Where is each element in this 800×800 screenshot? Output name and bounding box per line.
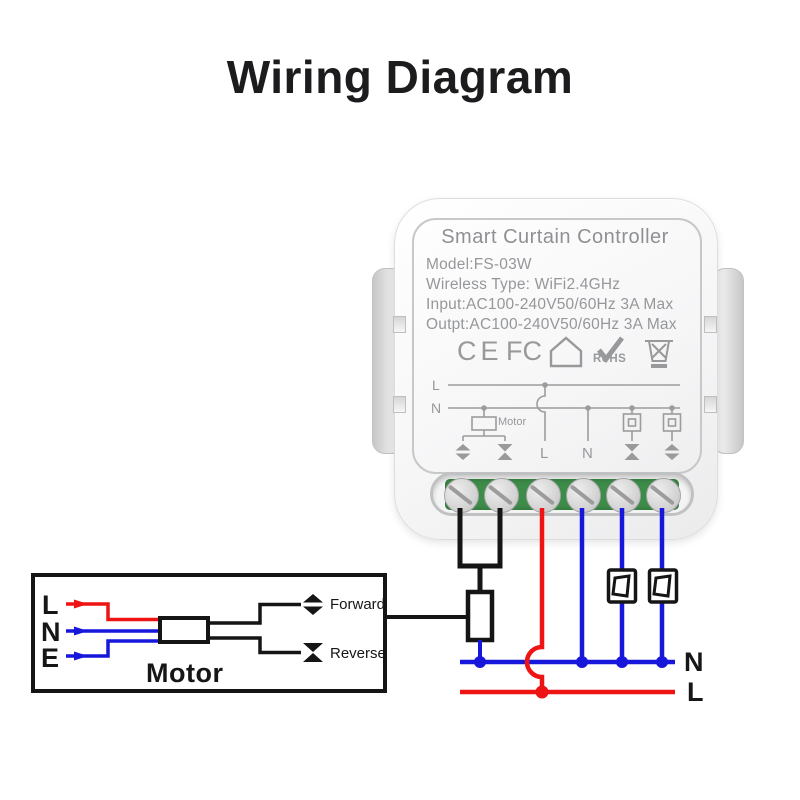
motor-body — [158, 616, 210, 644]
ce-mark: CE — [457, 336, 503, 366]
screw-slot — [487, 484, 514, 506]
screw-slot — [649, 484, 676, 506]
forward-label: Forward — [330, 596, 386, 613]
schematic-neutral-label: N — [431, 400, 442, 416]
wall-switch-1 — [606, 568, 638, 604]
wall-switch-2 — [647, 568, 679, 604]
screw-terminal-6 — [646, 478, 681, 513]
spec-wireless: Wireless Type: WiFi2.4GHz — [426, 276, 621, 293]
spec-input: Input:AC100-240V50/60Hz 3A Max — [426, 296, 674, 313]
page-title: Wiring Diagram — [226, 51, 574, 103]
close-symbol-icon — [303, 643, 323, 662]
reverse-wire — [208, 636, 301, 655]
screw-slot — [569, 484, 596, 506]
rocker — [611, 574, 631, 598]
live-bus-label: L — [687, 677, 704, 707]
fcc-mark: FC — [506, 336, 542, 366]
edge-notch — [704, 316, 717, 333]
screw-slot — [529, 484, 556, 506]
screw-terminal-1 — [444, 478, 479, 513]
screw-terminal-3 — [526, 478, 561, 513]
capacitor-box — [465, 589, 495, 643]
forward-wire — [208, 602, 301, 625]
reverse-label: Reverse — [330, 645, 386, 662]
edge-notch — [393, 316, 406, 333]
terminal-block — [445, 479, 679, 510]
edge-notch — [704, 396, 717, 413]
screw-terminal-4 — [566, 478, 601, 513]
screw-slot — [609, 484, 636, 506]
spec-model: Model:FS-03W — [426, 256, 532, 273]
terminal-label-live: L — [540, 445, 549, 462]
neutral-junctions — [474, 656, 668, 668]
motor-live-wire — [66, 602, 160, 622]
motor-label: Motor — [146, 658, 224, 688]
device-title: Smart Curtain Controller — [441, 226, 669, 248]
terminal-label-neutral: N — [582, 445, 593, 462]
schematic-motor-label: Motor — [498, 416, 527, 428]
edge-notch — [393, 396, 406, 413]
motor-earth-wire — [66, 639, 160, 658]
motorbox-live-label: L — [42, 590, 59, 620]
open-symbol-icon — [303, 594, 323, 615]
terminal-recess — [430, 472, 694, 516]
schematic-live-label: L — [432, 377, 440, 393]
neutral-bus-label: N — [684, 647, 704, 677]
live-junction — [535, 685, 549, 699]
arrow-icon — [74, 651, 88, 661]
screw-terminal-5 — [606, 478, 641, 513]
motorbox-earth-label: E — [41, 643, 60, 673]
arrow-icon — [74, 626, 88, 636]
spec-output: Outpt:AC100-240V50/60Hz 3A Max — [426, 316, 677, 333]
screw-terminal-2 — [484, 478, 519, 513]
arrow-icon — [74, 599, 88, 609]
rohs-label: RoHS — [593, 353, 627, 365]
rocker — [652, 574, 672, 598]
motorbox-neutral-label: N — [41, 617, 61, 647]
screw-slot — [447, 484, 474, 506]
